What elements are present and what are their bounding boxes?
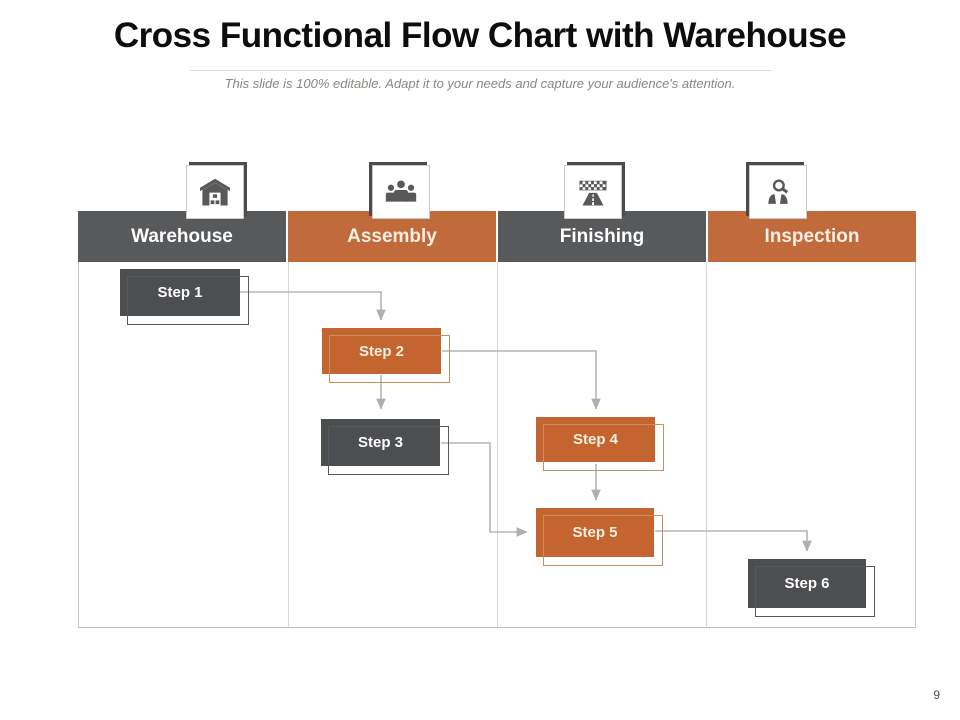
finish-line-icon — [579, 180, 607, 206]
assembly-icon-card — [372, 165, 430, 219]
finishing-icon-card — [564, 165, 622, 219]
warehouse-icon-card — [186, 165, 244, 219]
assembly-team-icon — [385, 180, 417, 202]
lane-header-finishing: Finishing — [498, 211, 706, 262]
lane-divider-1 — [288, 262, 289, 627]
warehouse-icon — [200, 178, 230, 206]
lane-divider-2 — [497, 262, 498, 627]
page-number: 9 — [933, 688, 940, 702]
step-5-box: Step 5 — [536, 508, 663, 566]
title-divider-line — [190, 70, 772, 71]
step-4-box: Step 4 — [536, 417, 664, 471]
inspection-icon-card — [749, 165, 807, 219]
step-1-box: Step 1 — [120, 269, 249, 325]
step-3-box: Step 3 — [321, 419, 449, 475]
step-6-box: Step 6 — [748, 559, 875, 617]
lane-header-warehouse: Warehouse — [78, 211, 286, 262]
inspection-magnifier-icon — [768, 179, 789, 204]
slide-title: Cross Functional Flow Chart with Warehou… — [113, 16, 847, 55]
slide-subtitle: This slide is 100% editable. Adapt it to… — [224, 76, 736, 91]
lane-header-assembly: Assembly — [288, 211, 496, 262]
lane-header-inspection: Inspection — [708, 211, 916, 262]
lane-divider-3 — [706, 262, 707, 627]
step-2-box: Step 2 — [322, 328, 450, 383]
lane-header-row: Warehouse Assembly Finishing Inspection — [78, 211, 916, 262]
